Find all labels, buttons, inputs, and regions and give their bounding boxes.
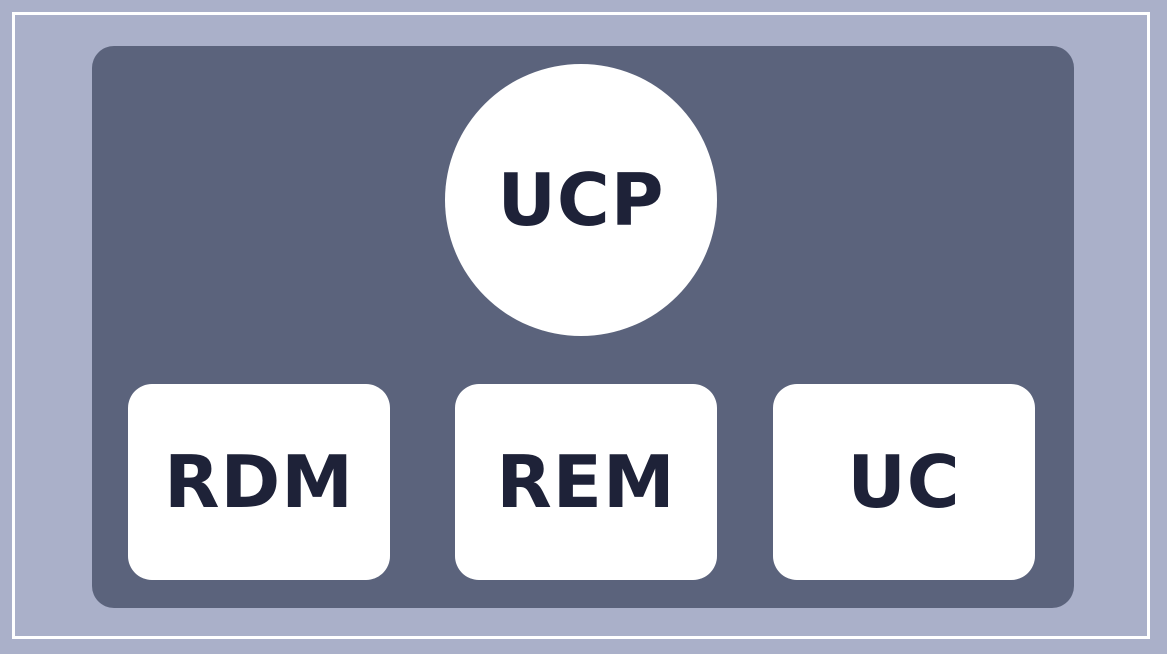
node-uc-label: UC (847, 440, 961, 524)
node-uc: UC (773, 384, 1035, 580)
node-rdm: RDM (128, 384, 390, 580)
outer-frame (12, 12, 1150, 639)
node-rem: REM (455, 384, 717, 580)
node-ucp-label: UCP (497, 158, 665, 242)
node-ucp: UCP (445, 64, 717, 336)
node-rem-label: REM (496, 440, 676, 524)
node-rdm-label: RDM (164, 440, 354, 524)
